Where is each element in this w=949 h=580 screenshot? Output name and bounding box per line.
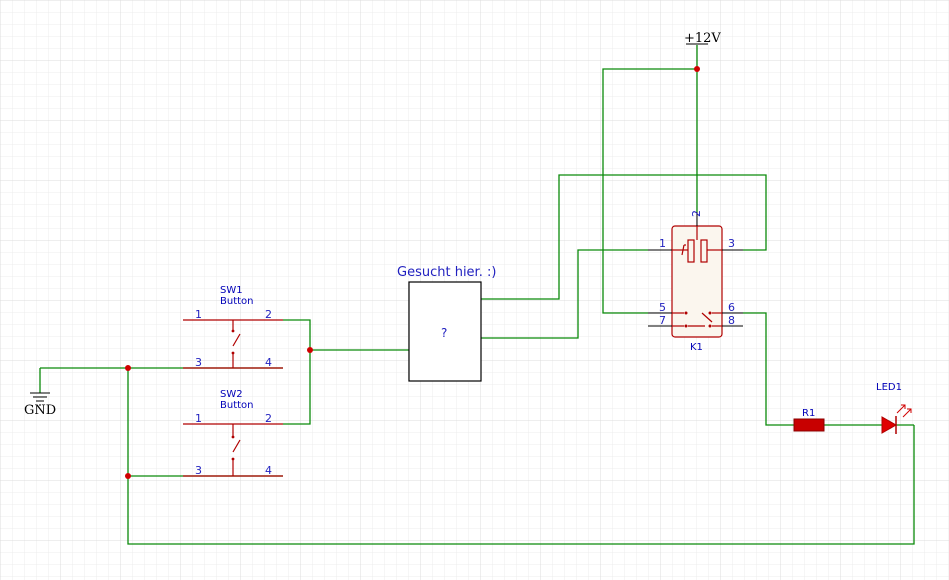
sw1-ref: SW1: [220, 285, 243, 296]
junction-dot: [307, 347, 313, 353]
sw1-pin4: 4: [265, 356, 272, 369]
sw1-value: Button: [220, 296, 254, 307]
relay-pin3: 3: [728, 237, 735, 250]
ground-label: GND: [24, 403, 56, 418]
switch-sw1[interactable]: SW1 Button 1 2 3 4: [183, 285, 283, 369]
led-ref: LED1: [876, 382, 902, 393]
wires: [39, 45, 915, 545]
sw2-pin1: 1: [195, 412, 202, 425]
sw2-ref: SW2: [220, 389, 243, 400]
sw1-pin3: 3: [195, 356, 202, 369]
switch-sw2[interactable]: SW2 Button 1 2 3 4: [183, 389, 283, 477]
unknown-block[interactable]: Gesucht hier. :) ?: [397, 265, 496, 382]
sw2-pin3: 3: [195, 464, 202, 477]
wire-block-out2[interactable]: [481, 249, 648, 339]
resistor-ref: R1: [802, 408, 815, 419]
ground-symbol[interactable]: [30, 392, 50, 406]
relay-pin5: 5: [659, 301, 666, 314]
wire-sw-right-bus[interactable]: [283, 319, 311, 425]
junction-dot: [694, 66, 700, 72]
unknown-block-label: ?: [441, 326, 447, 340]
relay-pin6: 6: [728, 301, 735, 314]
relay-k1[interactable]: 1 2 3 5 7 6 8 K1: [648, 210, 743, 353]
relay-pin8: 8: [728, 314, 735, 327]
wire-no-to-r1[interactable]: [743, 312, 794, 426]
relay-pin7: 7: [659, 314, 666, 327]
relay-pin2: 2: [690, 210, 703, 217]
led-led1[interactable]: LED1: [876, 382, 912, 434]
junction-dot: [125, 473, 131, 479]
sw2-pin2: 2: [265, 412, 272, 425]
wire-12v-com[interactable]: [602, 68, 697, 314]
resistor-r1[interactable]: R1: [793, 408, 825, 432]
sw1-pin2: 2: [265, 308, 272, 321]
sw2-pin4: 4: [265, 464, 272, 477]
wire-block-out1[interactable]: [481, 174, 767, 300]
power-label: +12V: [684, 31, 721, 46]
power-symbol[interactable]: +12V: [684, 31, 721, 46]
junction-dot: [125, 365, 131, 371]
junctions: [125, 66, 700, 479]
unknown-block-caption: Gesucht hier. :): [397, 265, 496, 280]
relay-pin1: 1: [659, 237, 666, 250]
relay-ref: K1: [690, 342, 703, 353]
sw1-pin1: 1: [195, 308, 202, 321]
sw2-value: Button: [220, 400, 254, 411]
wire-sw-left-bus[interactable]: [127, 368, 915, 545]
